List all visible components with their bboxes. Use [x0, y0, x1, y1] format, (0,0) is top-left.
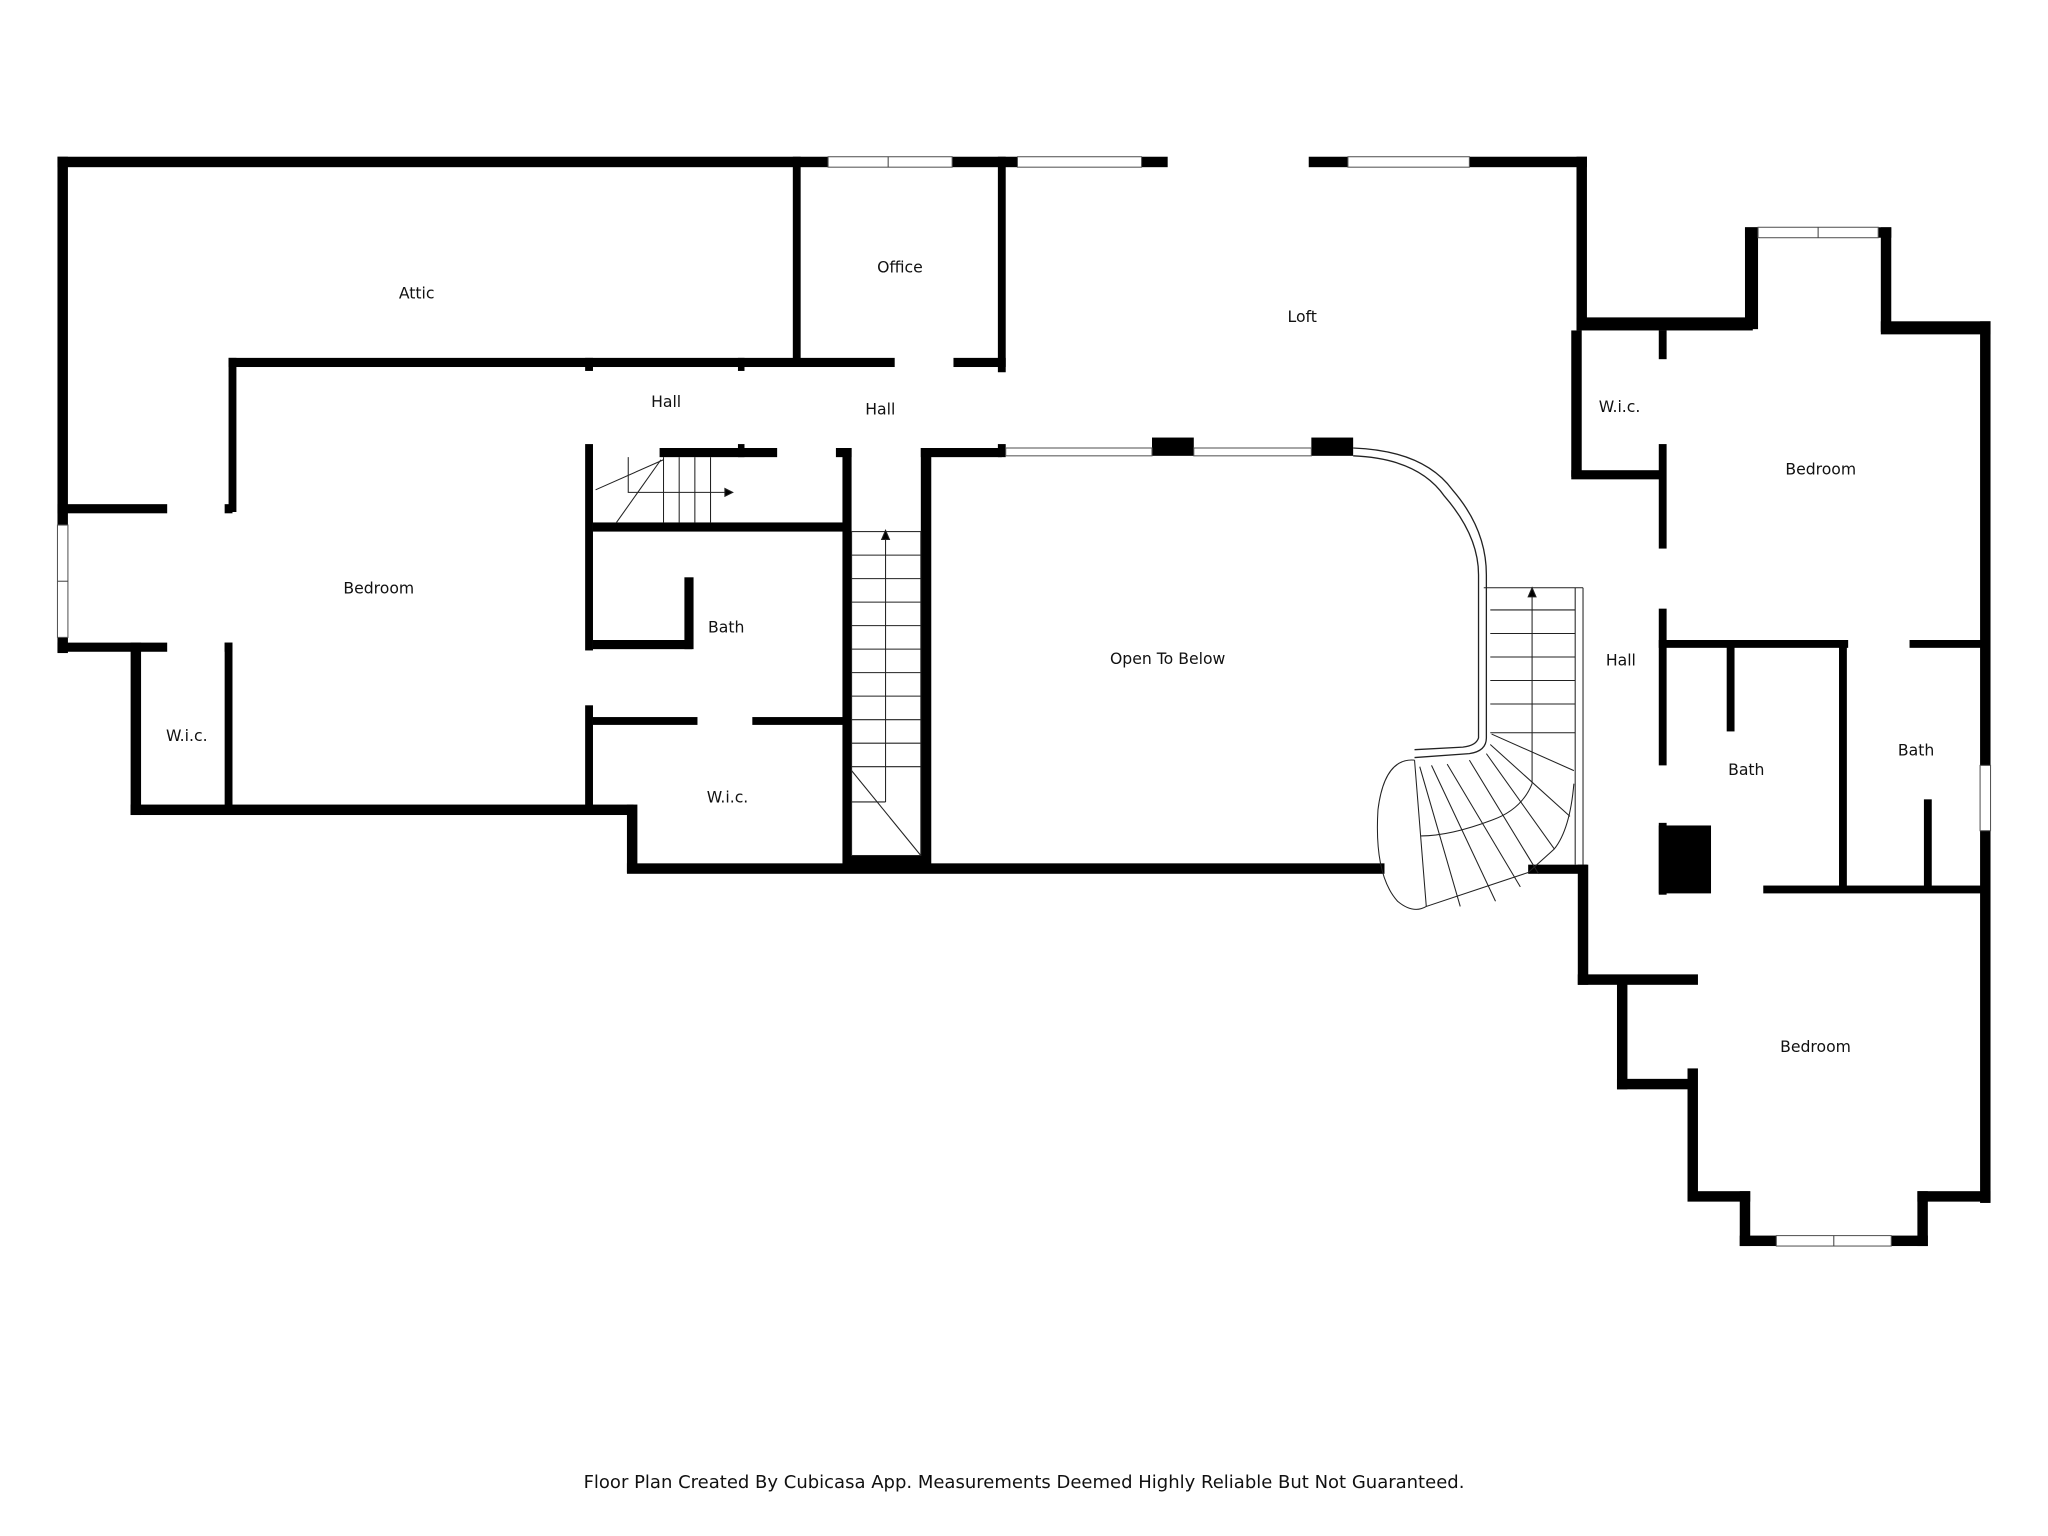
room-label-hall-right: Hall [1606, 650, 1636, 669]
room-label-hall-left: Hall [651, 392, 681, 411]
room-label-wic-right-top: W.i.c. [1599, 397, 1641, 416]
room-label-open-to-below: Open To Below [1110, 649, 1226, 668]
windows [56, 156, 1992, 1247]
footer-disclaimer: Floor Plan Created By Cubicasa App. Meas… [583, 1472, 1465, 1493]
staircases [595, 457, 1584, 910]
room-label-wic-left: W.i.c. [166, 726, 208, 745]
room-label-loft: Loft [1288, 307, 1317, 326]
room-label-wic-center: W.i.c. [707, 788, 749, 807]
walls [57, 156, 1991, 1247]
room-label-bath-right-1: Bath [1728, 760, 1764, 779]
room-label-bath-right-2: Bath [1898, 741, 1934, 760]
room-label-hall-center: Hall [865, 400, 895, 419]
room-label-bedroom-right-top: Bedroom [1785, 460, 1856, 479]
room-label-attic: Attic [399, 283, 435, 302]
room-label-bath-center: Bath [708, 618, 744, 637]
room-labels: Attic Office Loft W.i.c. Bedroom Hall Ha… [166, 257, 1934, 1056]
room-label-bedroom-right-bottom: Bedroom [1780, 1037, 1851, 1056]
open-to-below-rail [1353, 447, 1488, 759]
room-label-bedroom-left: Bedroom [343, 579, 414, 598]
room-label-office: Office [877, 257, 923, 276]
